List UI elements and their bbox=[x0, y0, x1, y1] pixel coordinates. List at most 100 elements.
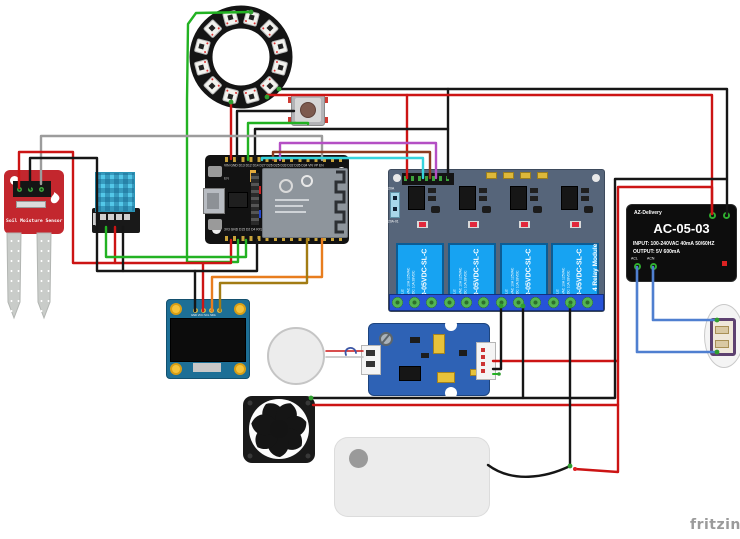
dht-pad bbox=[100, 214, 106, 220]
soil-component bbox=[16, 201, 46, 208]
psu-mark bbox=[722, 261, 727, 266]
capacitor bbox=[486, 172, 497, 179]
psu-vout-minus-pin bbox=[723, 212, 730, 219]
connector-housing bbox=[710, 318, 736, 356]
relay-module[interactable]: 20A 20A-01 SONGLE 10A 250VAC 10A 125VAC … bbox=[388, 169, 605, 312]
wire-esp-gnd-link bbox=[253, 127, 450, 162]
dht-pad bbox=[108, 214, 114, 220]
psu-output: OUTPUT: 5V 600mA bbox=[633, 249, 680, 255]
connector-slot bbox=[715, 340, 729, 348]
ic-chip bbox=[399, 366, 421, 381]
wire-jst-l bbox=[635, 265, 719, 354]
mounting-hole bbox=[234, 303, 246, 315]
dht-sensor-body bbox=[95, 172, 135, 212]
psu-body bbox=[626, 204, 737, 282]
wire-oled-sda bbox=[218, 237, 309, 313]
capacitor bbox=[433, 334, 445, 354]
capacitor bbox=[520, 172, 531, 179]
mounting-hole bbox=[234, 363, 246, 375]
connector-slot bbox=[366, 361, 375, 367]
relay-channel bbox=[561, 186, 601, 246]
wire-dht-data bbox=[104, 225, 248, 259]
oled-pin-labels: GND VCC SCL SDA bbox=[191, 314, 216, 317]
prong-texture bbox=[8, 236, 20, 314]
capacitor bbox=[437, 372, 455, 383]
smd bbox=[410, 337, 420, 343]
notch bbox=[445, 387, 457, 399]
soil-moisture-sensor[interactable]: Soil Moisture Sensor bbox=[4, 168, 68, 336]
usb-inner bbox=[207, 193, 219, 209]
wire-jst-n bbox=[651, 265, 719, 322]
pad-grommet bbox=[349, 449, 368, 468]
wire-neopixel-data bbox=[185, 10, 253, 264]
wire-gnd-bus-top bbox=[277, 87, 729, 216]
smd bbox=[421, 353, 429, 358]
ac-connector[interactable] bbox=[704, 304, 740, 368]
soil-pin bbox=[28, 187, 33, 192]
relay-channel bbox=[408, 186, 448, 246]
button-leg bbox=[322, 117, 328, 123]
heating-pad[interactable] bbox=[334, 437, 490, 517]
boot-button bbox=[208, 219, 222, 230]
module-silk bbox=[275, 199, 309, 201]
antenna-icon bbox=[334, 170, 346, 234]
dht-pad bbox=[93, 213, 98, 225]
soil-pin bbox=[17, 187, 22, 192]
jumper-label-top: 20A bbox=[388, 187, 395, 191]
wire-soil-sig bbox=[39, 134, 324, 186]
wire-button-sig bbox=[246, 121, 310, 162]
psu-brand: AZ-Delivery bbox=[634, 210, 662, 216]
oled-screen bbox=[170, 318, 246, 362]
capacitor bbox=[503, 172, 514, 179]
psu-vout-plus-pin bbox=[709, 212, 716, 219]
espressif-logo bbox=[301, 175, 313, 187]
mounting-hole bbox=[170, 363, 182, 375]
module-logo bbox=[279, 179, 293, 193]
dht11-sensor[interactable]: S bbox=[92, 170, 140, 233]
connector-slot bbox=[366, 350, 375, 356]
module-silk bbox=[275, 205, 303, 207]
soil-sensor-label: Soil Moisture Sensor bbox=[6, 218, 63, 224]
psu-input: INPUT: 100-240VAC 40mA 50/60HZ bbox=[633, 241, 715, 247]
fan[interactable] bbox=[242, 395, 316, 465]
button-leg bbox=[322, 97, 328, 103]
psu-acn-label: ACN bbox=[647, 257, 655, 261]
wire-pad-wire bbox=[486, 463, 572, 478]
wire-grove-gnd bbox=[491, 305, 503, 371]
wire-vcc-bus-top bbox=[265, 93, 714, 216]
connector-pin bbox=[481, 355, 485, 359]
module-silk bbox=[275, 211, 306, 213]
dht-pad bbox=[124, 214, 130, 220]
power-supply[interactable]: AZ-Delivery AC-05-03 INPUT: 100-240VAC 4… bbox=[626, 204, 737, 282]
soil-pin bbox=[39, 187, 44, 192]
en-button-label: EN bbox=[224, 177, 229, 181]
wire-relay-in2 bbox=[271, 150, 432, 180]
jumper bbox=[390, 192, 400, 218]
notch bbox=[445, 319, 457, 331]
neopixel-ring[interactable] bbox=[186, 2, 296, 112]
wire-fan-gnd bbox=[309, 177, 728, 400]
oled-display[interactable]: GND VCC SCL SDA bbox=[166, 299, 250, 379]
jumper-pin bbox=[393, 196, 397, 200]
wire-button-gnd bbox=[235, 109, 296, 162]
mounting-hole bbox=[170, 303, 182, 315]
wire-relay-in1 bbox=[260, 156, 425, 180]
atomizer-disc[interactable] bbox=[267, 327, 325, 385]
dht-pad bbox=[116, 214, 122, 220]
en-button bbox=[208, 166, 222, 177]
relay-channel bbox=[510, 186, 550, 246]
esp32-top-pins bbox=[225, 157, 347, 162]
neopixel-ring-body bbox=[189, 5, 293, 109]
jumper-label-bottom: 20A-01 bbox=[388, 220, 399, 224]
capacitor bbox=[537, 172, 548, 179]
fritzing-watermark: fritzing bbox=[690, 517, 740, 533]
psu-acl-label: ACL bbox=[631, 257, 638, 261]
oled-flex-connector bbox=[193, 363, 221, 372]
wire-disc-loop bbox=[344, 347, 357, 356]
esp32-board[interactable]: VIN GND D13 D12 D14 D27 D26 D25 D33 D32 … bbox=[203, 155, 349, 244]
esp32-top-pin-labels: VIN GND D13 D12 D14 D27 D26 D25 D33 D32 … bbox=[224, 164, 324, 168]
smd bbox=[459, 350, 467, 356]
prong-texture bbox=[38, 236, 50, 314]
